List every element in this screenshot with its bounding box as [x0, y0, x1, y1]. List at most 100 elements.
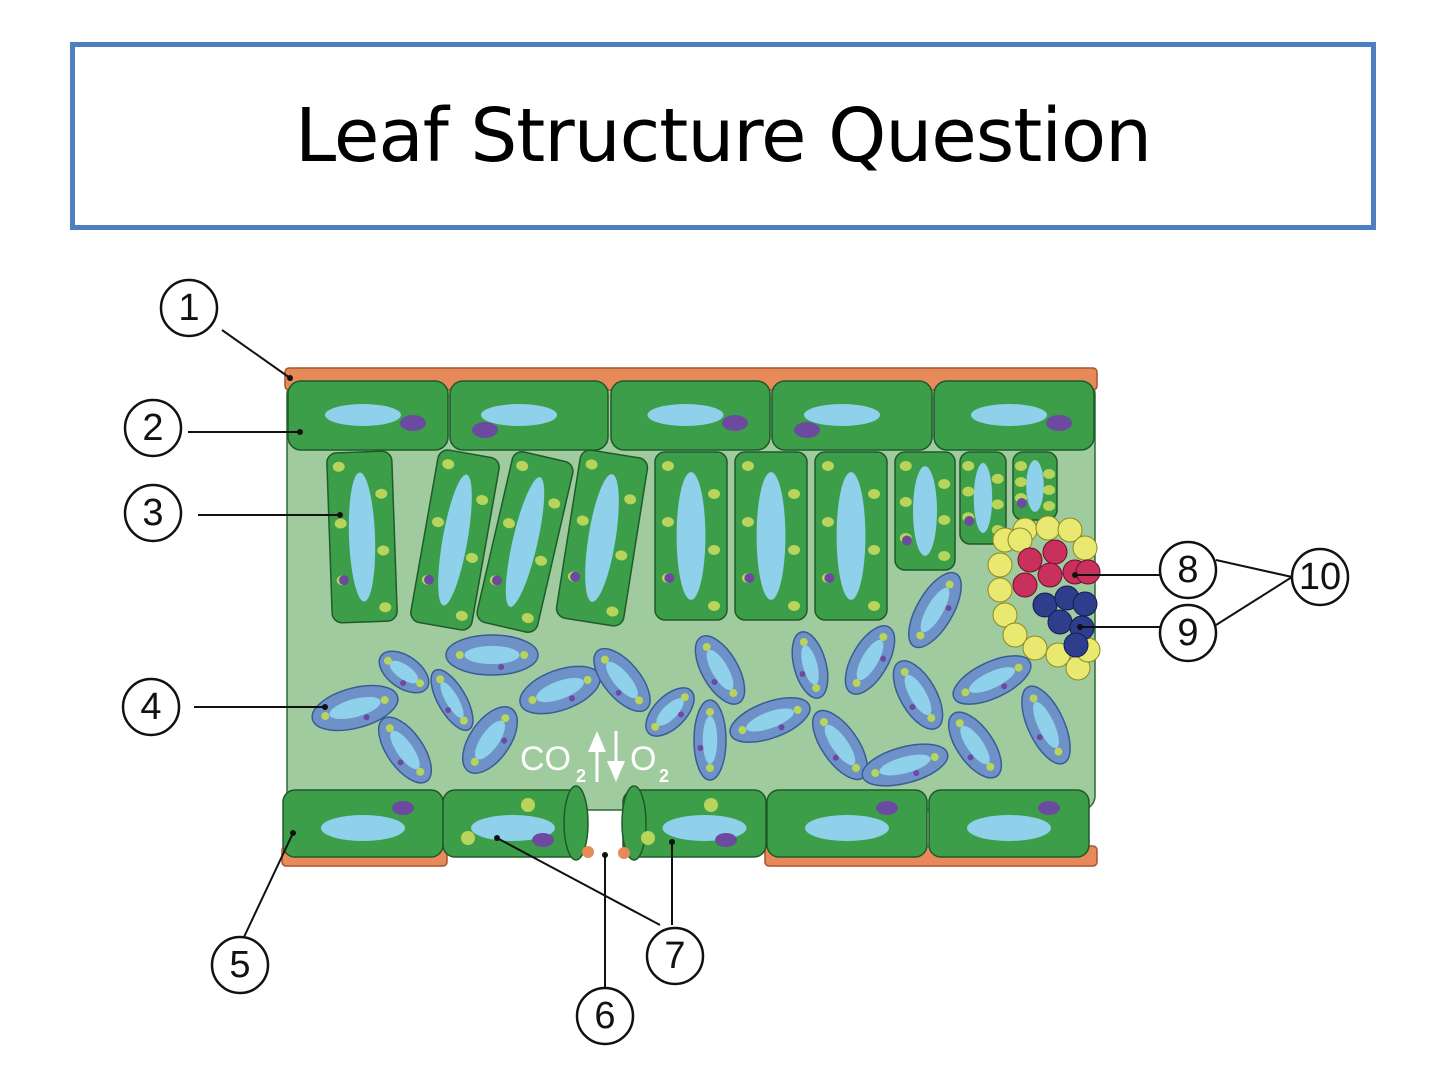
chloroplast — [899, 461, 912, 471]
co2-subscript: 2 — [576, 766, 586, 786]
xylem-vessel — [1047, 609, 1073, 635]
xylem-vessel — [1063, 632, 1089, 658]
chloroplast — [1054, 747, 1063, 756]
nucleus — [794, 422, 820, 438]
vacuole — [920, 587, 950, 633]
label-3: 3 — [123, 483, 183, 543]
nucleus — [492, 575, 503, 586]
nucleus — [392, 801, 414, 815]
svg-text:3: 3 — [142, 492, 163, 534]
nucleus — [824, 573, 835, 583]
nucleus — [501, 737, 508, 744]
chloroplast — [436, 675, 445, 684]
label-10: 10 — [1290, 547, 1350, 607]
chloroplast — [535, 555, 547, 566]
chloroplast — [576, 515, 589, 526]
chloroplast — [961, 688, 970, 697]
label-5: 5 — [210, 935, 270, 995]
nucleus — [338, 575, 349, 586]
arrow-up-icon — [588, 731, 606, 782]
spongy-mesophyll-cell — [430, 668, 474, 732]
vacuole — [325, 404, 401, 426]
chloroplast — [416, 679, 425, 688]
nucleus — [397, 759, 404, 766]
chloroplast — [1043, 485, 1056, 495]
nucleus — [570, 571, 581, 582]
bundle-sheath-cell — [1035, 515, 1061, 541]
chloroplast — [938, 479, 951, 489]
chloroplast — [962, 461, 975, 471]
chloroplast — [503, 518, 515, 529]
guard-cell-lip — [621, 785, 647, 861]
spongy-mesophyll-cell — [844, 625, 896, 695]
upper-epidermis-cell — [771, 380, 933, 451]
chloroplast — [321, 711, 330, 720]
chloroplast — [927, 714, 936, 723]
chloroplast — [900, 667, 909, 676]
bundle-sheath-cell — [1007, 527, 1033, 553]
guard-cell — [618, 785, 767, 861]
spongy-mesophyll-cell — [694, 635, 746, 705]
vacuole — [474, 720, 506, 760]
chloroplast — [799, 638, 808, 647]
svg-text:5: 5 — [229, 944, 250, 986]
chloroplast — [962, 486, 975, 497]
vacuole — [702, 716, 718, 764]
chloroplast — [793, 705, 802, 714]
chloroplast — [334, 518, 347, 529]
vacuole — [321, 815, 405, 841]
nucleus — [445, 707, 452, 714]
chloroplast — [986, 762, 995, 771]
palisade-cell — [326, 450, 398, 624]
chloroplast — [729, 689, 738, 698]
chloroplast — [1014, 461, 1027, 471]
chloroplast — [821, 461, 834, 471]
spongy-mesophyll-cell — [461, 706, 519, 774]
chloroplast — [332, 461, 345, 472]
nucleus — [400, 415, 426, 431]
spongy-mesophyll-cell — [811, 709, 869, 781]
spongy-mesophyll-cell — [947, 711, 1003, 779]
chloroplast — [708, 489, 721, 499]
co2-text: CO — [520, 740, 571, 778]
palisade-cell — [555, 449, 649, 627]
nucleus — [799, 671, 806, 678]
bundle-sheath-cell — [987, 552, 1013, 578]
chloroplast — [383, 656, 392, 665]
chloroplast — [606, 606, 619, 617]
chloroplast — [704, 798, 718, 812]
chloroplast — [635, 696, 644, 705]
chloroplast — [1014, 477, 1027, 487]
vacuole — [1026, 460, 1044, 512]
chloroplast — [661, 517, 674, 527]
chloroplast — [432, 517, 444, 528]
chloroplast — [516, 460, 529, 471]
slide-title: Leaf Structure Question — [294, 93, 1152, 179]
vacuole — [967, 815, 1051, 841]
vacuole — [805, 815, 889, 841]
spongy-mesophyll-cell — [593, 647, 651, 713]
chloroplast — [1043, 501, 1056, 511]
nucleus — [1016, 498, 1027, 508]
vacuole — [971, 404, 1047, 426]
xylem-vessel — [1072, 591, 1098, 617]
chloroplast — [470, 757, 479, 766]
nucleus — [945, 605, 952, 612]
svg-text:10: 10 — [1299, 556, 1341, 598]
vacuole — [913, 466, 937, 556]
vacuole — [836, 472, 866, 600]
palisade-cell — [476, 451, 574, 633]
label-2: 2 — [123, 398, 183, 458]
palisade-cell — [654, 451, 728, 621]
chloroplast — [661, 461, 674, 471]
chloroplast — [521, 613, 534, 624]
label-1: 1 — [159, 278, 219, 338]
title-box: Leaf Structure Question — [70, 42, 1376, 230]
chloroplast — [1029, 694, 1038, 703]
spongy-mesophyll-cell — [791, 631, 829, 699]
upper-epidermis-cell — [287, 380, 449, 451]
nucleus — [909, 703, 916, 710]
vacuole — [464, 646, 520, 664]
palisade-cell — [410, 449, 500, 631]
chloroplast — [641, 831, 655, 845]
